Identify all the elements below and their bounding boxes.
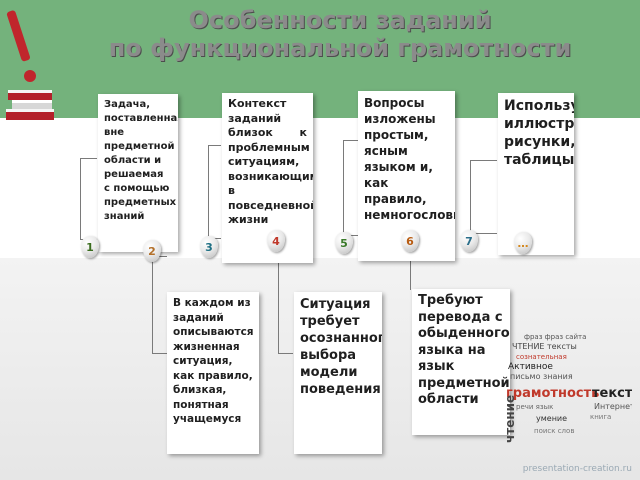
footer-source: presentation-creation.ru bbox=[522, 464, 632, 474]
literacy-wordcloud-image: фраз фраз сайта ЧТЕНИЕ тексты сознательн… bbox=[506, 333, 632, 443]
svg-text:умение: умение bbox=[536, 414, 567, 423]
connector-4 bbox=[278, 258, 293, 354]
card-task-outside-subject: Задача, поставленная вне предметной обла… bbox=[98, 94, 178, 252]
card-life-situation: В каждом из заданий описываются жизненна… bbox=[167, 292, 259, 454]
connector-1 bbox=[80, 158, 97, 240]
connector-3 bbox=[208, 145, 221, 239]
card-behavior-choice: Ситуация требует осознанного выбора моде… bbox=[294, 292, 382, 454]
books-with-exclamation-icon bbox=[6, 10, 54, 120]
connector-5 bbox=[343, 140, 358, 236]
title-line-1: Особенности заданий bbox=[188, 6, 492, 34]
svg-text:сознательная: сознательная bbox=[516, 353, 567, 361]
pin-5: 5 bbox=[335, 232, 353, 254]
pin-3: 3 bbox=[200, 236, 218, 258]
svg-text:ЧТЕНИЕ тексты: ЧТЕНИЕ тексты bbox=[512, 342, 577, 351]
connector-2 bbox=[152, 256, 167, 354]
svg-text:фраз фраз сайта: фраз фраз сайта bbox=[524, 333, 586, 341]
pin-ellipsis: … bbox=[514, 232, 532, 254]
svg-text:книга: книга bbox=[590, 413, 611, 421]
card-language-translation: Требуют перевода с обыденного языка на я… bbox=[412, 289, 510, 435]
connector-7 bbox=[470, 160, 497, 234]
connector-6 bbox=[410, 248, 412, 290]
slide-title: Особенности заданий по функциональной гр… bbox=[0, 6, 640, 62]
pin-2: 2 bbox=[143, 240, 161, 262]
pin-4: 4 bbox=[267, 230, 285, 252]
title-line-2: по функциональной грамотности bbox=[108, 34, 572, 62]
svg-text:речи язык: речи язык bbox=[516, 403, 553, 411]
pin-1: 1 bbox=[81, 236, 99, 258]
card-illustrations: Используются иллюстрации: рисунки, табли… bbox=[498, 93, 574, 255]
pin-6: 6 bbox=[401, 230, 419, 252]
svg-text:грамотность: грамотность bbox=[506, 386, 599, 401]
svg-text:чтение: чтение bbox=[506, 395, 517, 443]
svg-text:письмо знания: письмо знания bbox=[510, 372, 573, 381]
svg-text:Интернет: Интернет bbox=[594, 402, 632, 411]
svg-text:текст: текст bbox=[592, 386, 632, 401]
svg-text:поиск слов: поиск слов bbox=[534, 427, 574, 435]
pin-7: 7 bbox=[460, 230, 478, 252]
svg-text:Активное: Активное bbox=[508, 362, 553, 372]
